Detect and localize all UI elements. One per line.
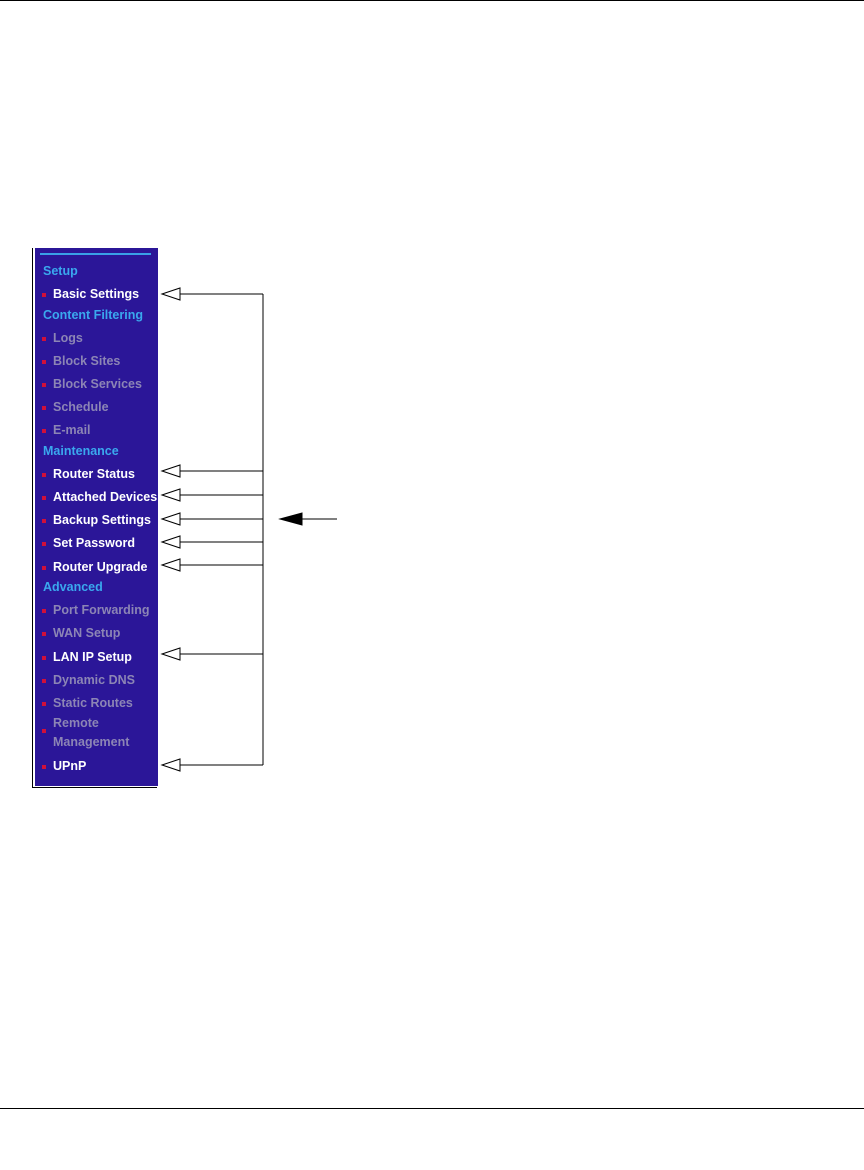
callout-router-status (162, 465, 263, 477)
pointer-arrow (280, 513, 337, 525)
page-bottom-rule (0, 1108, 864, 1109)
open-arrowhead-icon (162, 536, 180, 548)
callout-basic-settings (162, 288, 263, 300)
open-arrowhead-icon (162, 513, 180, 525)
callout-router-upgrade (162, 559, 263, 571)
callout-lan-ip-setup (162, 648, 263, 660)
open-arrowhead-icon (162, 559, 180, 571)
open-arrowhead-icon (162, 648, 180, 660)
callout-set-password (162, 536, 263, 548)
open-arrowhead-icon (162, 465, 180, 477)
open-arrowhead-icon (162, 759, 180, 771)
callout-upnp (162, 759, 263, 771)
open-arrowhead-icon (162, 489, 180, 501)
open-arrowhead-icon (162, 288, 180, 300)
filled-arrowhead-icon (280, 513, 302, 525)
callout-backup-settings (162, 513, 263, 525)
callout-attached-devices (162, 489, 263, 501)
